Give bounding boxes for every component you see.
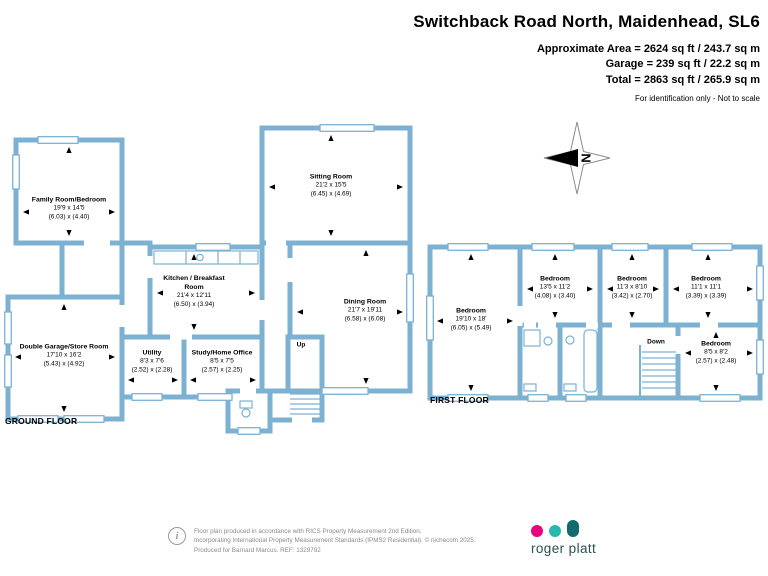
- room-dims-ft: 8'5 x 8'2: [704, 348, 728, 356]
- room-label-utility: Utility 8'3 x 7'6 (2.52) x (2.28): [132, 349, 173, 376]
- room-dims-m: (3.42) x (2.70): [611, 292, 653, 300]
- approximate-area: Approximate Area = 2624 sq ft / 243.7 sq…: [536, 43, 760, 55]
- room-label-study: Study/Home Office 8'5 x 7'5 (2.57) x (2.…: [192, 349, 253, 376]
- room-dims-ft: 8'5 x 7'5: [210, 357, 234, 365]
- room-outline-bathroom-2: [557, 322, 603, 401]
- bathroom-fixtures: [523, 329, 598, 393]
- room-dims-ft: 17'10 x 16'2: [46, 351, 82, 359]
- room-dims-m: (6.03) x (4.40): [48, 213, 90, 221]
- room-name: Family Room/Bedroom: [31, 196, 107, 204]
- room-name: Bedroom: [691, 275, 721, 283]
- room-label-family-room: Family Room/Bedroom 19'9 x 14'5 (6.03) x…: [32, 196, 106, 223]
- logo-dot-pink: [531, 525, 543, 537]
- ground-floor-plan: [4, 124, 414, 435]
- header: Switchback Road North, Maidenhead, SL6 A…: [413, 12, 760, 103]
- compass-north-label: N: [579, 153, 594, 162]
- logo-dot-dark: [567, 520, 579, 537]
- room-dims-m: (4.08) x (3.40): [534, 292, 576, 300]
- windows-first: [426, 243, 764, 402]
- room-label-bedroom-1: Bedroom 19'10 x 18' (6.05) x (5.49): [451, 307, 492, 334]
- footer-certification: i Floor plan produced in accordance with…: [168, 527, 476, 555]
- room-dims-m: (6.50) x (3.94): [173, 301, 215, 309]
- roger-platt-logo: roger platt: [531, 518, 596, 556]
- room-dims-ft: 11'3 x 8'10: [616, 283, 648, 291]
- up-label: Up: [296, 341, 306, 349]
- stairs-treads-ground: [290, 393, 320, 415]
- room-name: Kitchen / Breakfast Room: [163, 275, 225, 292]
- room-name: Bedroom: [540, 275, 570, 283]
- room-label-garage: Double Garage/Store Room 17'10 x 16'2 (5…: [20, 343, 109, 370]
- certification-text: Floor plan produced in accordance with R…: [194, 527, 476, 555]
- room-dims-m: (5.43) x (4.92): [43, 360, 85, 368]
- certification-line-2: Incorporating International Property Mea…: [194, 537, 476, 545]
- room-outline-family-room: [13, 137, 125, 246]
- room-dims-ft: 21'7 x 19'11: [347, 306, 383, 314]
- room-label-bedroom-2: Bedroom 13'5 x 11'2 (4.08) x (3.40): [535, 275, 576, 302]
- room-dims-ft: 21'2 x 15'5: [315, 181, 347, 189]
- room-label-dining-room: Dining Room 21'7 x 19'11 (6.58) x (6.08): [344, 298, 386, 325]
- door-openings-first: [517, 306, 718, 354]
- room-name: Utility: [142, 349, 162, 357]
- room-dims-ft: 19'10 x 18': [455, 315, 487, 323]
- room-dims-m: (2.57) x (2.25): [201, 366, 243, 374]
- down-label: Down: [647, 338, 665, 346]
- logo-dot-teal: [549, 525, 561, 537]
- info-icon-glyph: i: [175, 530, 179, 542]
- room-outline-corridor: [119, 240, 153, 340]
- room-label-bedroom-4: Bedroom 11'1 x 11'1 (3.39) x (3.39): [686, 275, 727, 302]
- page-title: Switchback Road North, Maidenhead, SL6: [413, 12, 760, 31]
- info-icon: i: [168, 527, 186, 545]
- room-dims-ft: 21'4 x 12'11: [176, 292, 212, 300]
- room-label-bedroom-5: Bedroom 8'5 x 8'2 (2.57) x (2.48): [696, 340, 737, 367]
- total-area: Total = 2863 sq ft / 265.9 sq m: [605, 73, 760, 86]
- room-name: Bedroom: [456, 307, 486, 315]
- room-name: Study/Home Office: [191, 349, 253, 357]
- room-label-sitting-room: Sitting Room 21'2 x 15'5 (6.45) x (4.69): [310, 173, 352, 200]
- room-name: Bedroom: [701, 340, 731, 348]
- windows: [4, 124, 414, 435]
- stairs-treads-first: [642, 351, 676, 389]
- room-dims-m: (2.57) x (2.48): [695, 357, 737, 365]
- room-dims-ft: 8'3 x 7'6: [140, 357, 164, 365]
- first-floor-plan: [426, 243, 764, 402]
- ground-floor-label: GROUND FLOOR: [5, 416, 78, 426]
- room-label-kitchen: Kitchen / Breakfast Room 21'4 x 12'11 (6…: [163, 274, 225, 310]
- room-dims-ft: 11'1 x 11'1: [690, 283, 722, 291]
- room-dims-m: (6.05) x (5.49): [450, 324, 492, 332]
- room-dims-m: (3.39) x (3.39): [685, 292, 727, 300]
- room-dims-ft: 19'9 x 14'5: [53, 204, 85, 212]
- room-label-bedroom-3: Bedroom 11'3 x 8'10 (3.42) x (2.70): [612, 275, 653, 302]
- logo-dots: [531, 518, 596, 537]
- disclaimer: For identification only - Not to scale: [635, 94, 760, 104]
- first-floor-label: FIRST FLOOR: [430, 395, 489, 405]
- room-name: Dining Room: [343, 298, 387, 306]
- logo-wordmark: roger platt: [531, 541, 597, 556]
- kitchen-fixtures: [153, 250, 259, 418]
- certification-line-1: Floor plan produced in accordance with R…: [194, 528, 422, 535]
- room-outline-sitting-room: [259, 125, 413, 246]
- certification-line-3: Produced for Barnard Marcus. REF: 132979…: [194, 546, 321, 554]
- room-name: Bedroom: [617, 275, 647, 283]
- room-outline-kitchen: [147, 244, 265, 340]
- room-dims-m: (6.58) x (6.08): [344, 315, 386, 323]
- room-dims-m: (6.45) x (4.69): [310, 190, 352, 198]
- compass-icon: N: [543, 121, 611, 195]
- room-dims-m: (2.52) x (2.28): [131, 366, 173, 374]
- garage-area: Garage = 239 sq ft / 22.2 sq m: [605, 58, 760, 71]
- room-name: Double Garage/Store Room: [19, 343, 109, 351]
- room-dims-ft: 13'5 x 11'2: [539, 283, 571, 291]
- room-name: Sitting Room: [309, 173, 353, 181]
- door-openings: [84, 240, 312, 423]
